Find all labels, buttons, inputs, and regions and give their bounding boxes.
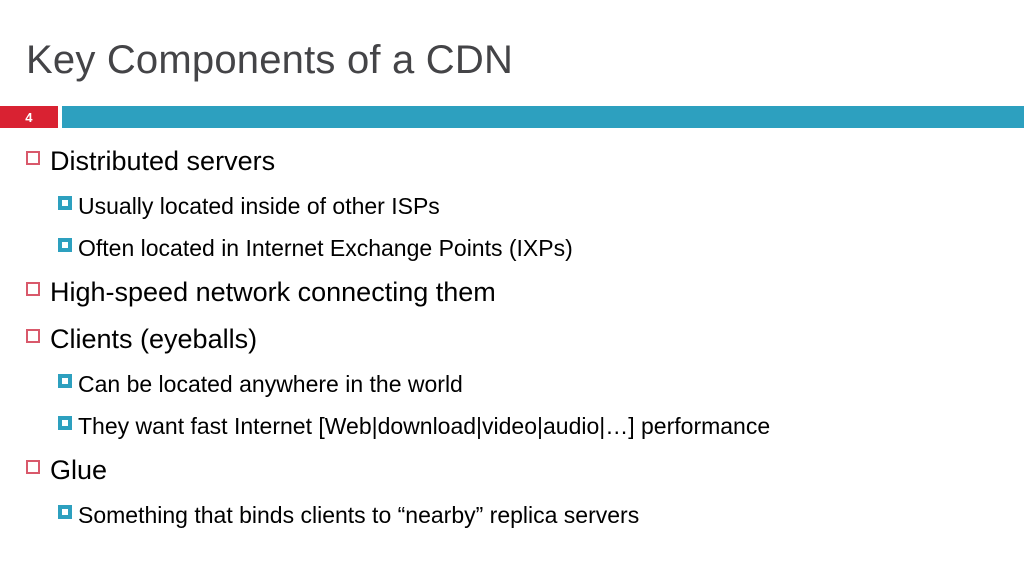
list-item: Can be located anywhere in the world: [0, 363, 1024, 405]
list-item: They want fast Internet [Web|download|vi…: [0, 405, 1024, 447]
sub-bullet-square-icon: [58, 505, 72, 519]
list-item: Distributed servers: [0, 138, 1024, 185]
bullet-square-icon: [26, 282, 40, 296]
list-item: Glue: [0, 447, 1024, 494]
list-item: Clients (eyeballs): [0, 316, 1024, 363]
list-item: High-speed network connecting them: [0, 269, 1024, 316]
sub-bullet-square-icon: [58, 374, 72, 388]
list-item-label: They want fast Internet [Web|download|vi…: [78, 413, 771, 439]
list-item-label: Clients (eyeballs): [50, 324, 258, 354]
slide-number-badge: 4: [0, 106, 58, 128]
list-item-label: Glue: [50, 455, 108, 485]
bullet-list: Distributed servers Usually located insi…: [0, 138, 1024, 536]
list-item-label: Distributed servers: [50, 146, 276, 176]
sub-bullet-square-icon: [58, 238, 72, 252]
bullet-square-icon: [26, 329, 40, 343]
page-title: Key Components of a CDN: [26, 38, 514, 82]
list-item: Usually located inside of other ISPs: [0, 185, 1024, 227]
bullet-square-icon: [26, 151, 40, 165]
title-rule: [62, 106, 1024, 128]
sub-bullet-square-icon: [58, 416, 72, 430]
sub-bullet-square-icon: [58, 196, 72, 210]
list-item-label: Often located in Internet Exchange Point…: [78, 235, 573, 261]
list-item-label: Usually located inside of other ISPs: [78, 193, 440, 219]
list-item-label: Something that binds clients to “nearby”…: [78, 502, 640, 528]
list-item: Something that binds clients to “nearby”…: [0, 494, 1024, 536]
title-divider-band: 4: [0, 106, 1024, 128]
list-item-label: Can be located anywhere in the world: [78, 371, 463, 397]
list-item-label: High-speed network connecting them: [50, 277, 496, 307]
list-item: Often located in Internet Exchange Point…: [0, 227, 1024, 269]
bullet-square-icon: [26, 460, 40, 474]
